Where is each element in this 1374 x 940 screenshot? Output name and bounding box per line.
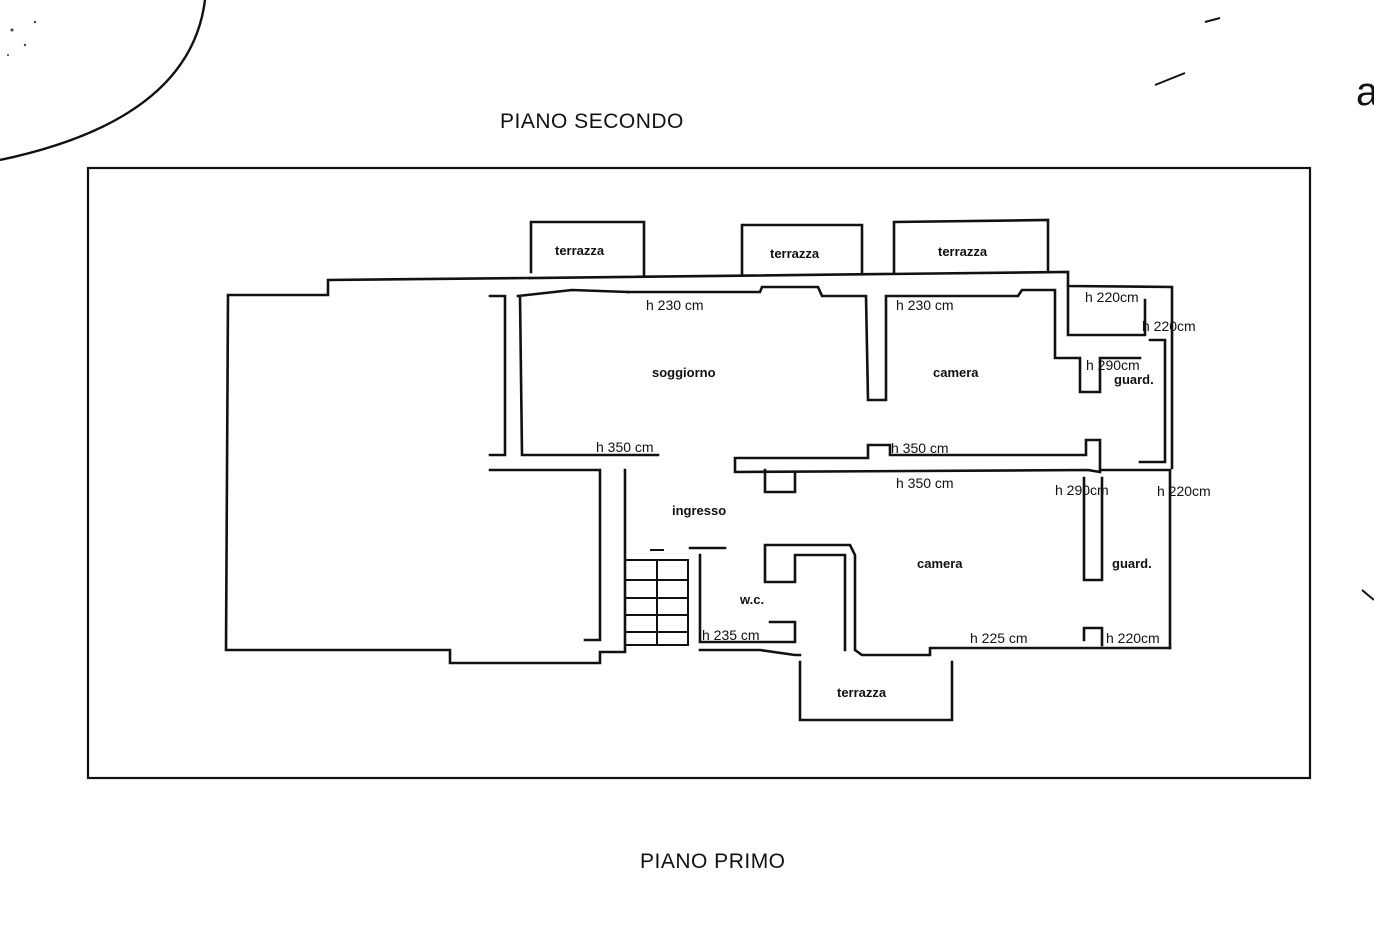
label-camera-upper: camera [933, 365, 979, 380]
label-guard-lower: guard. [1112, 556, 1152, 571]
label-camera-lower: camera [917, 556, 963, 571]
bottom-exterior-wall [698, 648, 802, 657]
label-soggiorno: soggiorno [652, 365, 716, 380]
height-corridor-left: h 350 cm [596, 439, 654, 455]
label-wc: w.c. [739, 592, 764, 607]
label-terrazza-bottom: terrazza [837, 685, 887, 700]
height-lower-mid: h 290cm [1055, 482, 1109, 498]
edge-letter: a [1356, 70, 1374, 114]
height-corner-bottom: h 220cm [1106, 630, 1160, 646]
wc-wall [688, 543, 1172, 657]
terrace-2 [740, 223, 864, 277]
left-middle-wall [488, 468, 627, 652]
label-guard-upper: guard. [1114, 372, 1154, 387]
corridor-wall-upper [733, 438, 1102, 474]
drawing-frame [86, 166, 1312, 780]
label-terrazza-3: terrazza [938, 244, 988, 259]
height-lower-right: h 220cm [1157, 483, 1211, 499]
terrace-3 [892, 218, 1050, 275]
label-ingresso: ingresso [672, 503, 726, 518]
terrace-1 [529, 220, 646, 277]
soggiorno-wall [488, 288, 660, 457]
scan-arc [0, 0, 207, 162]
title-piano-primo: PIANO PRIMO [640, 850, 786, 873]
height-camera-top: h 230 cm [896, 297, 954, 313]
height-corner-top: h 220cm [1085, 289, 1139, 305]
corridor-wall-lower [763, 468, 1172, 650]
height-corner-right: h 220cm [1142, 318, 1196, 334]
title-piano-secondo: PIANO SECONDO [500, 110, 684, 133]
upper-guard-wall [1066, 284, 1167, 464]
height-soggiorno-top: h 230 cm [646, 297, 704, 313]
label-terrazza-2: terrazza [770, 246, 820, 261]
stairs [625, 549, 689, 646]
scan-mark [1154, 72, 1186, 86]
left-block-wall [224, 276, 627, 665]
height-guard-upper: h 290cm [1086, 357, 1140, 373]
scan-mark [1361, 589, 1374, 601]
inner-wall-top [626, 285, 1142, 402]
height-corridor-lower: h 350 cm [896, 475, 954, 491]
height-corridor-mid: h 350 cm [891, 440, 949, 456]
height-wc-bottom: h 235 cm [702, 627, 760, 643]
label-terrazza-1: terrazza [555, 243, 605, 258]
scan-mark [1204, 17, 1221, 23]
terrace-bottom [798, 660, 954, 722]
lower-closet [1082, 476, 1104, 647]
height-camera-bottom: h 225 cm [970, 630, 1028, 646]
